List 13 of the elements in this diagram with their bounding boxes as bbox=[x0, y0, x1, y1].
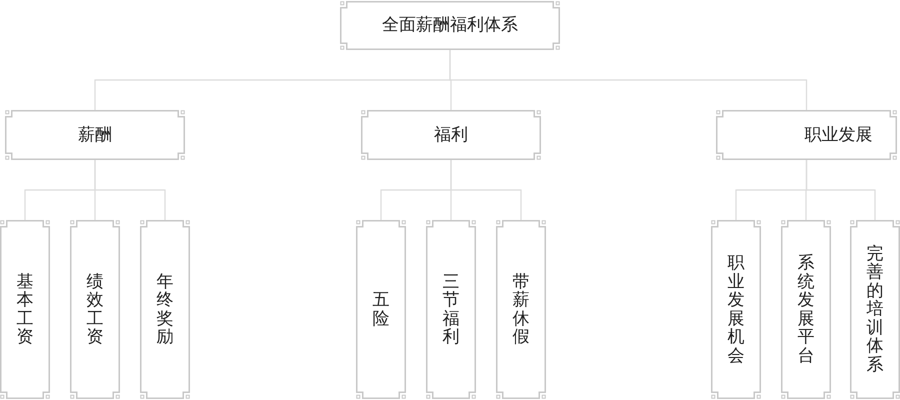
item-box: 五险 bbox=[356, 220, 406, 399]
item-box: 基本工资 bbox=[0, 220, 50, 399]
item-box: 职业发展机会 bbox=[711, 220, 761, 399]
item-box: 绩效工资 bbox=[70, 220, 120, 399]
category-box: 职业发展 bbox=[716, 110, 897, 160]
category-box: 薪酬 bbox=[5, 110, 185, 160]
category-box: 福利 bbox=[361, 110, 541, 160]
item-box: 带薪休假 bbox=[496, 220, 546, 399]
item-box: 三节福利 bbox=[426, 220, 476, 399]
item-box: 年终奖励 bbox=[140, 220, 190, 399]
item-box: 系统发展平台 bbox=[781, 220, 831, 399]
item-box: 完善的培训体系 bbox=[850, 220, 900, 399]
title-box: 全面薪酬福利体系 bbox=[340, 1, 560, 50]
